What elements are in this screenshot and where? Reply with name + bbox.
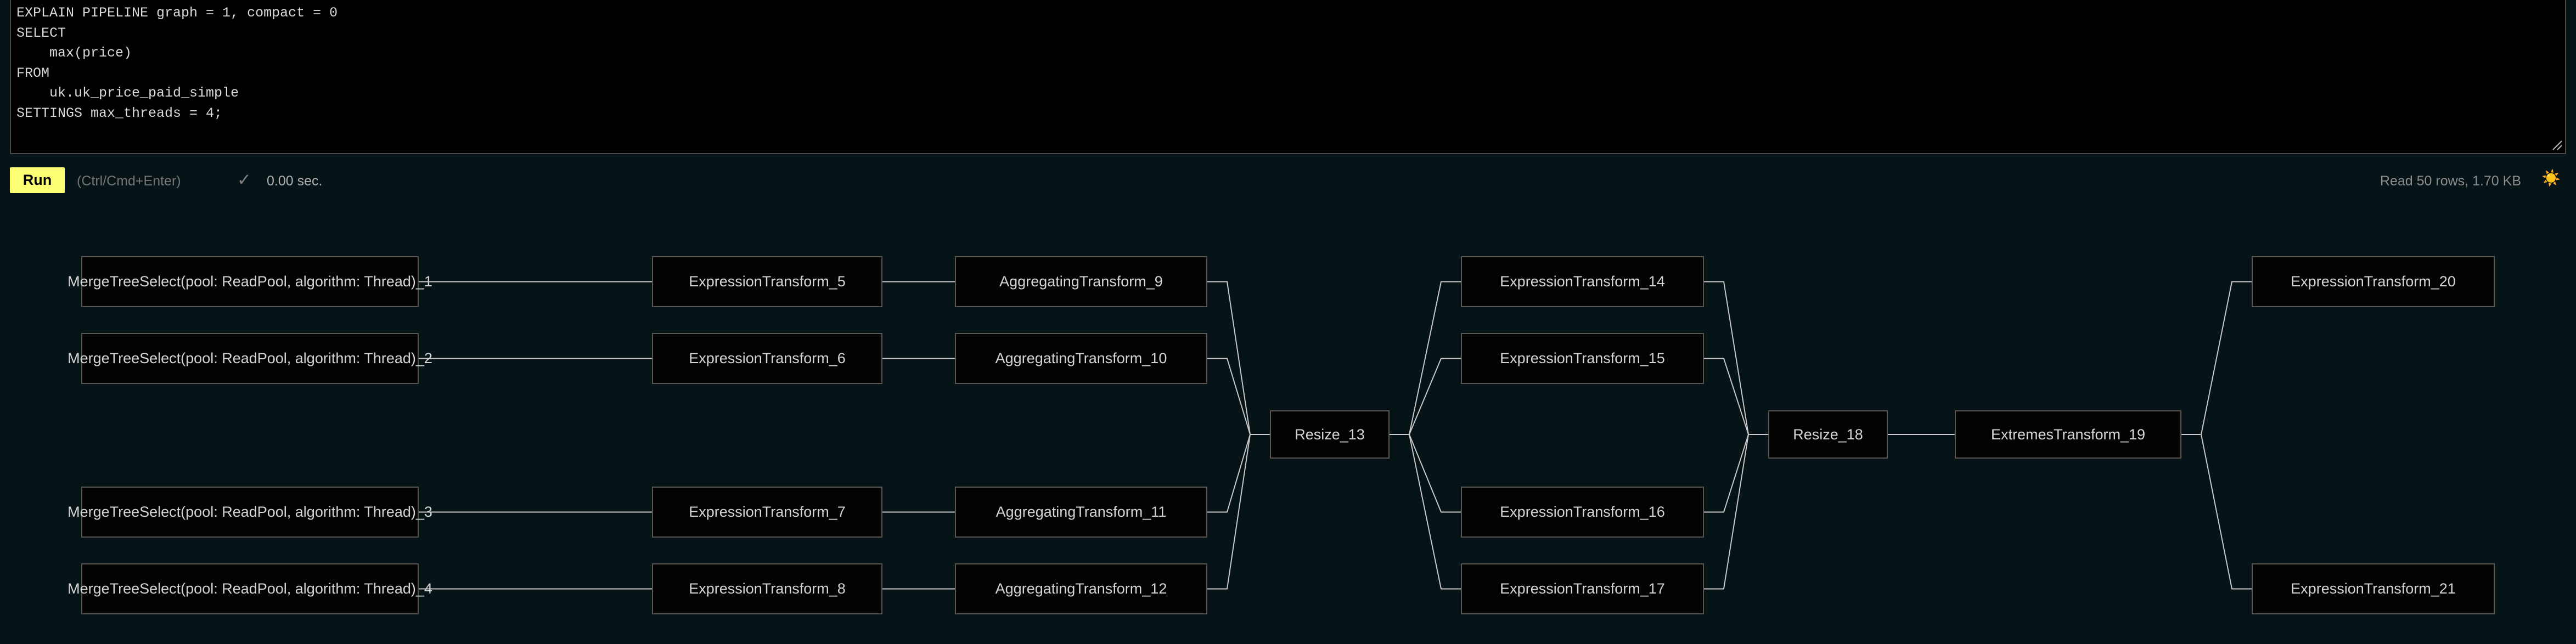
pipeline-node[interactable]: MergeTreeSelect(pool: ReadPool, algorith… [68,256,432,307]
pipeline-node[interactable]: ExpressionTransform_6 [652,333,882,384]
pipeline-node[interactable]: Resize_18 [1768,410,1888,459]
pipeline-node[interactable]: Resize_13 [1270,410,1390,459]
pipeline-node[interactable]: ExpressionTransform_15 [1461,333,1704,384]
pipeline-edge [2181,281,2252,435]
pipeline-node[interactable]: ExpressionTransform_16 [1461,487,1704,538]
pipeline-node[interactable]: ExpressionTransform_17 [1461,563,1704,614]
pipeline-node[interactable]: ExtremesTransform_19 [1955,410,2181,459]
pipeline-graph: MergeTreeSelect(pool: ReadPool, algorith… [0,201,2576,644]
pipeline-edge [1390,281,1461,435]
pipeline-node[interactable]: AggregatingTransform_11 [955,487,1207,538]
pipeline-edge [1207,434,1270,513]
query-toolbar: Run (Ctrl/Cmd+Enter) ✓ 0.00 sec. Read 50… [0,160,2576,201]
pipeline-edge [1704,358,1768,435]
elapsed-time-label: 0.00 sec. [267,173,323,189]
pipeline-edge [1207,358,1270,435]
pipeline-node[interactable]: ExpressionTransform_7 [652,487,882,538]
pipeline-node[interactable]: ExpressionTransform_21 [2252,563,2495,614]
pipeline-edge [1704,434,1768,513]
pipeline-node[interactable]: MergeTreeSelect(pool: ReadPool, algorith… [68,487,432,538]
pipeline-node[interactable]: AggregatingTransform_12 [955,563,1207,614]
check-mark-icon: ✓ [237,170,251,189]
pipeline-edge [1704,434,1768,590]
query-editor-container [10,0,2566,154]
pipeline-edge [1207,434,1270,590]
hotkey-hint-label: (Ctrl/Cmd+Enter) [77,173,181,189]
pipeline-edge [2181,434,2252,590]
pipeline-node[interactable]: ExpressionTransform_5 [652,256,882,307]
run-button[interactable]: Run [10,167,65,193]
pipeline-node[interactable]: ExpressionTransform_14 [1461,256,1704,307]
pipeline-edge [1390,358,1461,435]
pipeline-node[interactable]: MergeTreeSelect(pool: ReadPool, algorith… [68,563,432,614]
pipeline-edge [1207,281,1270,435]
query-input[interactable] [10,0,2566,154]
pipeline-node[interactable]: MergeTreeSelect(pool: ReadPool, algorith… [68,333,432,384]
read-stats-label: Read 50 rows, 1.70 KB [2380,173,2521,189]
pipeline-node[interactable]: AggregatingTransform_9 [955,256,1207,307]
pipeline-node[interactable]: ExpressionTransform_8 [652,563,882,614]
pipeline-node[interactable]: AggregatingTransform_10 [955,333,1207,384]
sun-icon[interactable]: ☀️ [2541,170,2561,187]
pipeline-edge [1390,434,1461,590]
pipeline-edge [1704,281,1768,435]
pipeline-edge [1390,434,1461,513]
pipeline-node[interactable]: ExpressionTransform_20 [2252,256,2495,307]
